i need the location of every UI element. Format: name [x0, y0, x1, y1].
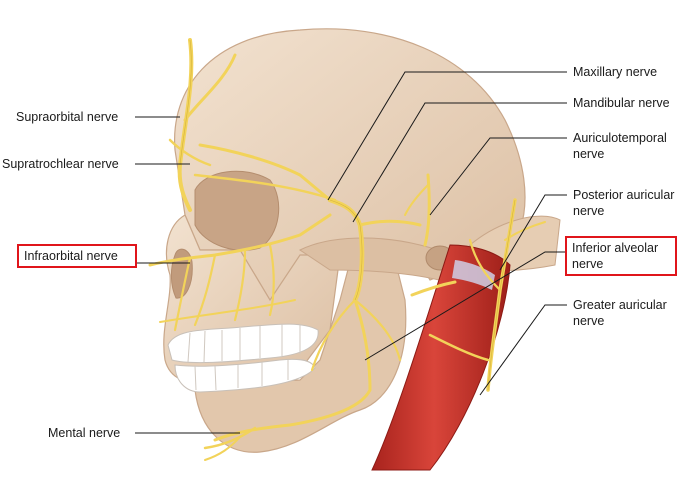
label-greater-auricular-nerve: Greater auricular nerve — [573, 297, 667, 329]
muscle — [371, 244, 511, 471]
label-maxillary-nerve: Maxillary nerve — [573, 65, 658, 79]
label-greater-auricular-line-1: Greater auricular — [573, 298, 667, 312]
orbit — [194, 170, 280, 251]
label-supraorbital-nerve: Supraorbital nerve — [16, 110, 119, 124]
label-inferior-alveolar-nerve: Inferior alveolar nerve — [565, 236, 677, 276]
leader-lines — [135, 71, 567, 434]
label-inferior-alveolar-line-1: Inferior alveolar — [572, 241, 659, 255]
label-posterior-auricular-line-1: Posterior auricular — [573, 188, 675, 202]
label-auriculotemporal-nerve: Auriculotemporal nerve — [573, 130, 667, 162]
label-greater-auricular-line-2: nerve — [573, 314, 605, 328]
label-posterior-auricular-nerve: Posterior auricular nerve — [573, 187, 674, 219]
label-inferior-alveolar-line-2: nerve — [572, 257, 604, 271]
label-auriculotemporal-line-1: Auriculotemporal — [573, 131, 667, 145]
label-infraorbital-nerve: Infraorbital nerve — [17, 244, 137, 268]
teeth — [167, 323, 319, 393]
label-supratrochlear-nerve: Supratrochlear nerve — [2, 157, 119, 171]
label-mandibular-nerve: Mandibular nerve — [573, 96, 670, 110]
label-posterior-auricular-line-2: nerve — [573, 204, 605, 218]
label-mental-nerve: Mental nerve — [48, 426, 121, 440]
label-auriculotemporal-line-2: nerve — [573, 147, 605, 161]
